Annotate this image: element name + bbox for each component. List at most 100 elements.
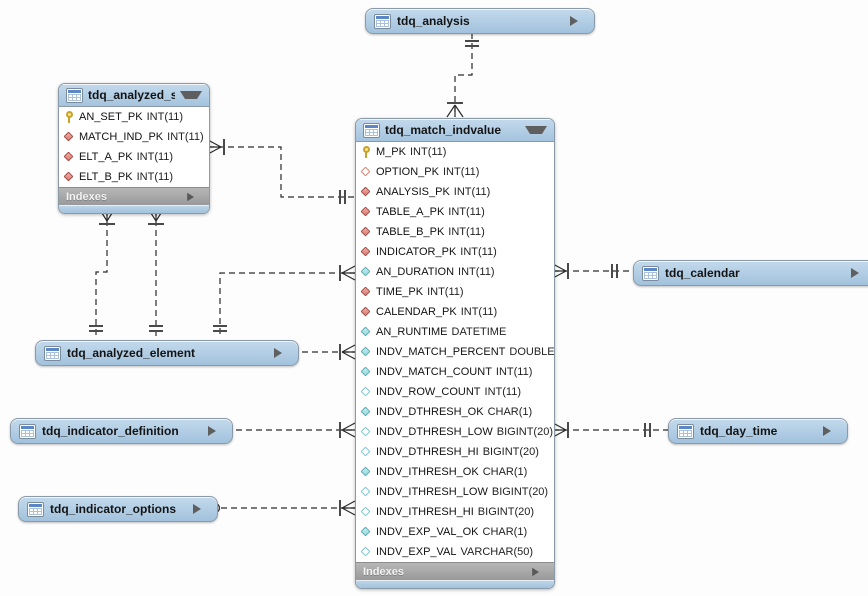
foreign-key-icon [360,305,373,319]
column-name: AN_RUNTIME [376,326,448,338]
primary-key-icon [63,110,76,124]
column-name: INDV_MATCH_PERCENT [376,346,506,358]
column-name: AN_DURATION [376,266,455,278]
table-title: tdq_indicator_options [50,502,176,516]
expand-arrow-icon[interactable] [570,16,586,26]
column-name: INDV_ITHRESH_OK [376,466,479,478]
expand-arrow-icon[interactable] [193,504,209,514]
table-title: tdq_calendar [665,266,740,280]
expand-arrow-icon[interactable] [851,268,867,278]
column-name: CALENDAR_PK [376,306,457,318]
relationship-indicator_definition-match_indvalue[interactable] [216,422,356,438]
table-tdq_calendar[interactable]: tdq_calendar [633,260,868,286]
indexes-bar[interactable]: Indexes [59,187,209,205]
relationship-analyzed_set-analyzed_element-1[interactable] [89,209,115,338]
relationship-match_indvalue-calendar[interactable] [552,263,633,279]
table-tdq_analyzed_element[interactable]: tdq_analyzed_element [35,340,299,366]
column-type: INT(11) [427,286,464,298]
relationship-analysis-match_indvalue[interactable] [446,33,479,118]
expand-arrow-icon[interactable] [823,426,839,436]
relationship-analyzed_element-match_indvalue-1[interactable] [213,265,356,338]
expand-arrow-icon[interactable] [274,348,290,358]
column-type: INT(11) [448,206,485,218]
column-name: INDV_ITHRESH_LOW [376,486,488,498]
relationship-match_indvalue-day_time[interactable] [552,422,668,438]
column-name: INDV_EXP_VAL [376,546,457,558]
column-diamond-icon [360,485,373,499]
table-icon [27,501,44,517]
column-name: INDICATOR_PK [376,246,457,258]
primary-key-icon [360,145,373,159]
relationship-indicator_options-match_indvalue[interactable] [201,500,356,516]
expand-indexes-icon[interactable] [187,192,201,201]
column-type: INT(11) [409,146,447,158]
column-type: INT(11) [495,366,533,378]
table-icon [19,423,36,439]
table-tdq_day_time[interactable]: tdq_day_time [668,418,848,444]
column-type: INT(11) [460,246,497,258]
table-tdq_indicator_definition[interactable]: tdq_indicator_definition [10,418,233,444]
indexes-label: Indexes [66,190,107,203]
table-header[interactable]: tdq_match_indvalue [356,119,554,142]
relationship-analyzed_set-analyzed_element-2[interactable] [148,209,164,338]
table-tdq_analysis[interactable]: tdq_analysis [365,8,595,34]
table-icon [44,345,61,361]
column-name: INDV_EXP_VAL_OK [376,526,479,538]
column-name: ELT_B_PK [79,171,133,183]
column-type: INT(11) [458,266,495,278]
column-diamond-icon [360,465,373,479]
indexes-bar[interactable]: Indexes [356,562,554,580]
column-name: TABLE_A_PK [376,206,445,218]
table-tdq_indicator_options[interactable]: tdq_indicator_options [18,496,218,522]
column-diamond-icon [360,325,373,339]
column-name: OPTION_PK [376,166,439,178]
column-type: BIGINT(20) [496,426,553,438]
column-type: VARCHAR(50) [460,546,534,558]
column-name: INDV_DTHRESH_HI [376,446,479,458]
column-name: MATCH_IND_PK [79,131,164,143]
column-diamond-icon [360,425,373,439]
column-name: ELT_A_PK [79,151,133,163]
column-type: DATETIME [451,326,507,338]
foreign-key-icon [360,185,373,199]
column-type: INT(11) [167,131,204,143]
column-type: INT(11) [442,166,480,178]
expand-indexes-icon[interactable] [532,567,546,576]
expand-arrow-icon[interactable] [208,426,224,436]
column-type: CHAR(1) [482,526,528,538]
column-name: AN_SET_PK [79,111,143,123]
collapse-arrow-icon[interactable] [180,91,202,99]
table-header[interactable]: tdq_analyzed_set [59,84,209,107]
relationship-analyzed_set-match_indvalue[interactable] [207,139,355,204]
column-diamond-icon [360,405,373,419]
collapse-arrow-icon[interactable] [525,126,547,134]
